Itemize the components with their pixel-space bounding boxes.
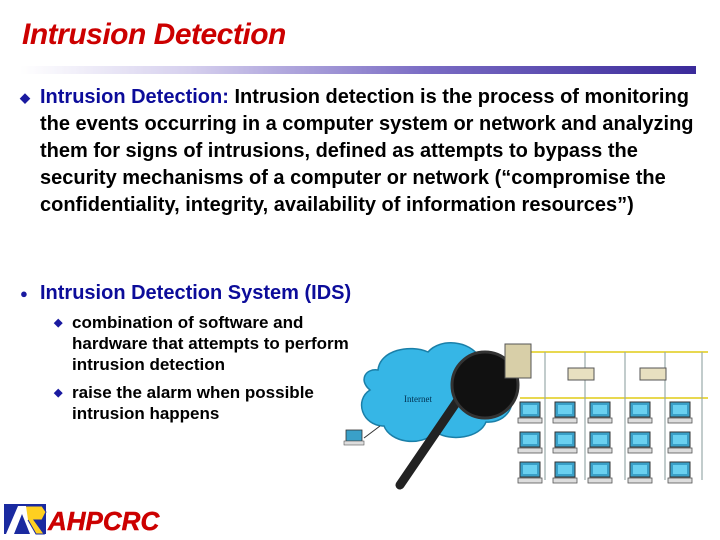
ahpcrc-logo: AHPCRC [4, 504, 161, 536]
cloud-label: Internet [404, 394, 432, 404]
logo-text: AHPCRC [47, 506, 160, 536]
workstation-grid [517, 401, 693, 484]
sub-bullet-diamond-icon: ◆ [54, 317, 63, 329]
slide-title: Intrusion Detection [22, 18, 286, 51]
magnifier-handle [395, 395, 463, 490]
sub-bullet-alarm: ◆ raise the alarm when possible intrusio… [54, 382, 362, 424]
bullet-term: Intrusion Detection System (IDS) [40, 282, 352, 304]
bullet-text: Intrusion detection is the process of mo… [40, 86, 694, 216]
network-intrusion-illustration: Internet [343, 342, 708, 490]
sub-bullet-text: combination of software and hardware tha… [72, 313, 349, 374]
sub-bullet-text: raise the alarm when possible intrusion … [72, 383, 314, 423]
bullet-intrusion-detection: ◆ Intrusion Detection: Intrusion detecti… [20, 84, 710, 219]
sub-bullet-combination: ◆ combination of software and hardware t… [54, 312, 362, 375]
server-icon [504, 343, 667, 381]
magnifier-lens [450, 350, 520, 420]
bullet-dot-icon: ● [20, 286, 28, 301]
laptop-icon [343, 429, 365, 446]
bullet-ids: ● Intrusion Detection System (IDS) [20, 280, 710, 307]
bullet-diamond-icon: ◆ [20, 90, 30, 105]
sub-bullet-diamond-icon: ◆ [54, 387, 63, 399]
bullet-term: Intrusion Detection: [40, 86, 229, 108]
title-underline [20, 66, 696, 74]
